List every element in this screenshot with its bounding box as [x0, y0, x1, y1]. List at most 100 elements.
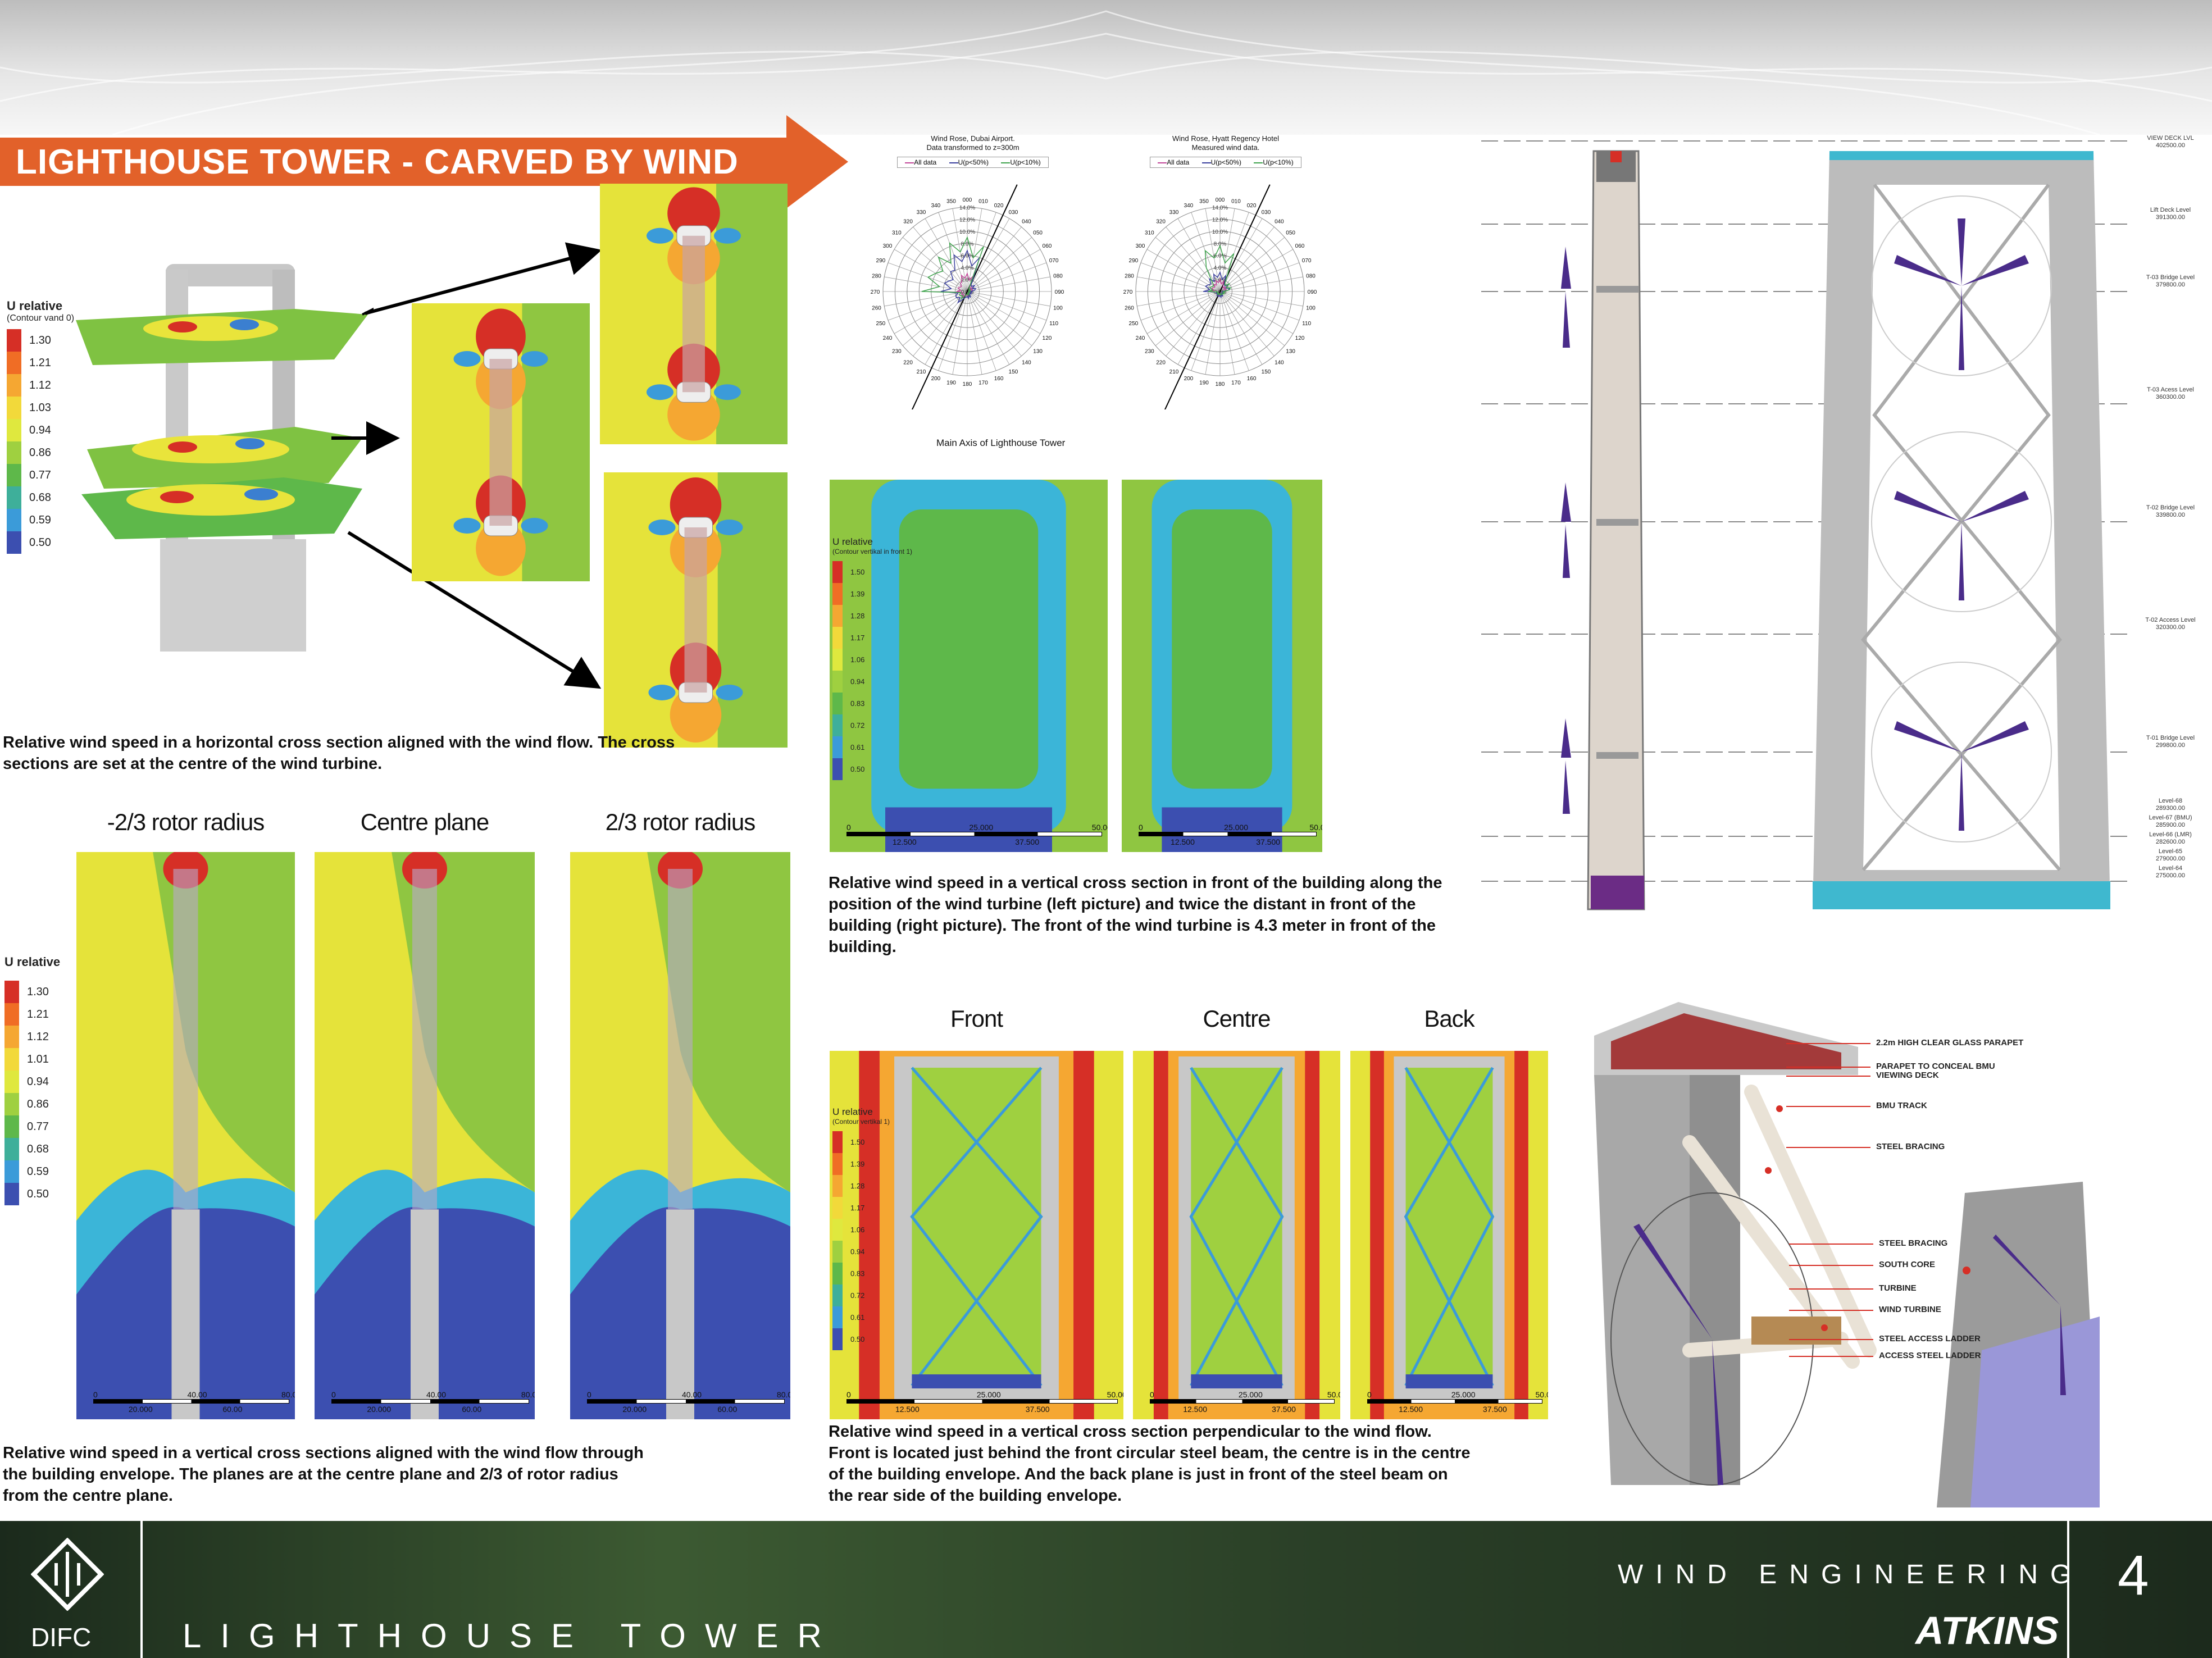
footer-section: WIND ENGINEERING [1618, 1560, 2084, 1589]
direction-label: 090 [1055, 289, 1064, 295]
scale-label: 0 [93, 1390, 98, 1399]
callout-label: SOUTH CORE [1879, 1260, 1936, 1269]
legend-swatch [4, 1160, 19, 1183]
legend-entry: 1.03 [7, 397, 74, 419]
direction-label: 290 [1129, 258, 1139, 264]
legend-entry: 1.50 [832, 561, 912, 583]
level-name: T-01 Bridge Level [2146, 735, 2195, 741]
scale-label: 0 [331, 1390, 336, 1399]
direction-label: 270 [1123, 289, 1133, 295]
wind-rose-series [1204, 244, 1235, 297]
callout-line [1786, 1076, 1870, 1077]
direction-label: 300 [1136, 243, 1145, 249]
legend-entry: 0.77 [7, 464, 74, 486]
legend-value: 1.39 [850, 1160, 865, 1168]
callout-line [1786, 1043, 1870, 1044]
legend-swatch [832, 1306, 843, 1328]
legend-swatch [4, 981, 19, 1003]
wind-rose-subtitle: Data transformed to z=300m [926, 143, 1019, 152]
legend-value: 0.83 [850, 1269, 865, 1278]
legend-swatch [4, 1093, 19, 1115]
direction-label: 080 [1306, 274, 1316, 280]
direction-label: 100 [1306, 305, 1316, 311]
legend-value: 0.72 [850, 1291, 865, 1300]
legend-swatch [832, 605, 843, 627]
legend-front: U relative (Contour vertikal in front 1)… [832, 536, 912, 780]
scale-label: 37.500 [1272, 1405, 1296, 1414]
scale-label: 80.00 [521, 1390, 535, 1399]
legend-title: U relative [7, 299, 63, 313]
callout-label: VIEWING DECK [1876, 1071, 1939, 1080]
legend-swatch [832, 583, 843, 605]
difc-logo-icon [31, 1538, 104, 1611]
direction-label: 020 [994, 203, 1004, 209]
legend-value: 0.86 [29, 446, 51, 459]
level-value: 289300.00 [2156, 805, 2185, 812]
legend-value: 0.94 [850, 1247, 865, 1256]
legend-value: 0.50 [850, 1335, 865, 1343]
scale-label: 20.000 [622, 1405, 647, 1414]
legend-swatch [4, 1071, 19, 1093]
ring-label: 4.0% [961, 265, 974, 271]
legend-entry: 1.30 [7, 329, 74, 352]
legend-value: 1.50 [850, 568, 865, 576]
legend-entry: 1.17 [832, 1197, 890, 1219]
direction-label: 080 [1053, 274, 1063, 280]
legend-value: 1.12 [29, 379, 51, 391]
direction-label: 230 [892, 348, 902, 354]
scale-label: 37.500 [1482, 1405, 1507, 1414]
legend-entry: 0.94 [832, 1241, 890, 1263]
scale-label: 12.500 [892, 837, 917, 846]
legend-value: 0.50 [27, 1187, 49, 1200]
scale-label: 12.500 [1399, 1405, 1423, 1414]
legend-entry: 0.50 [4, 1183, 60, 1205]
ring-label: 12.0% [959, 217, 975, 223]
scale-label: 20.000 [128, 1405, 153, 1414]
direction-label: 220 [903, 360, 913, 366]
direction-label: 350 [946, 198, 956, 204]
scale-label: 60.00 [717, 1405, 738, 1414]
legend-entry: 0.50 [832, 758, 912, 780]
tower-detail-3d [1594, 1002, 2100, 1507]
legend-swatch [7, 329, 21, 352]
legend-swatch [832, 1131, 843, 1153]
direction-label: 190 [946, 380, 956, 386]
direction-label: 060 [1295, 243, 1305, 249]
legend-subtitle: (Contour vand 0) [7, 313, 75, 323]
legend-title: U relative [832, 536, 873, 547]
ring-label: 6.0% [961, 253, 974, 259]
legend-swatch [7, 531, 21, 554]
legend-value: 1.39 [850, 590, 865, 598]
direction-label: 240 [1136, 335, 1145, 341]
direction-label: 130 [1286, 348, 1295, 354]
legend-entry: 1.39 [832, 1153, 890, 1175]
scale-label: 50.00 [1107, 1390, 1123, 1399]
legend-swatch [832, 1197, 843, 1219]
legend-swatch [832, 1219, 843, 1241]
legend-entry: 1.12 [4, 1026, 60, 1048]
direction-label: 140 [1275, 360, 1284, 366]
direction-label: 030 [1262, 209, 1271, 216]
level-name: Level-64 [2158, 865, 2183, 872]
direction-label: 330 [1169, 209, 1179, 216]
title-bar [0, 138, 809, 186]
legend-value: 1.28 [850, 612, 865, 620]
scale-label: 12.500 [1183, 1405, 1208, 1414]
ring-label: 8.0% [1214, 241, 1227, 247]
legend-value: 1.03 [29, 401, 51, 414]
header-banner [0, 0, 2212, 136]
tower-3d-sections [76, 264, 374, 652]
legend-value: 1.06 [850, 1226, 865, 1234]
legend-label: All data [1167, 158, 1190, 166]
direction-label: 210 [917, 369, 926, 375]
direction-label: 060 [1043, 243, 1052, 249]
direction-label: 020 [1247, 203, 1257, 209]
scale-label: 0 [846, 823, 851, 832]
